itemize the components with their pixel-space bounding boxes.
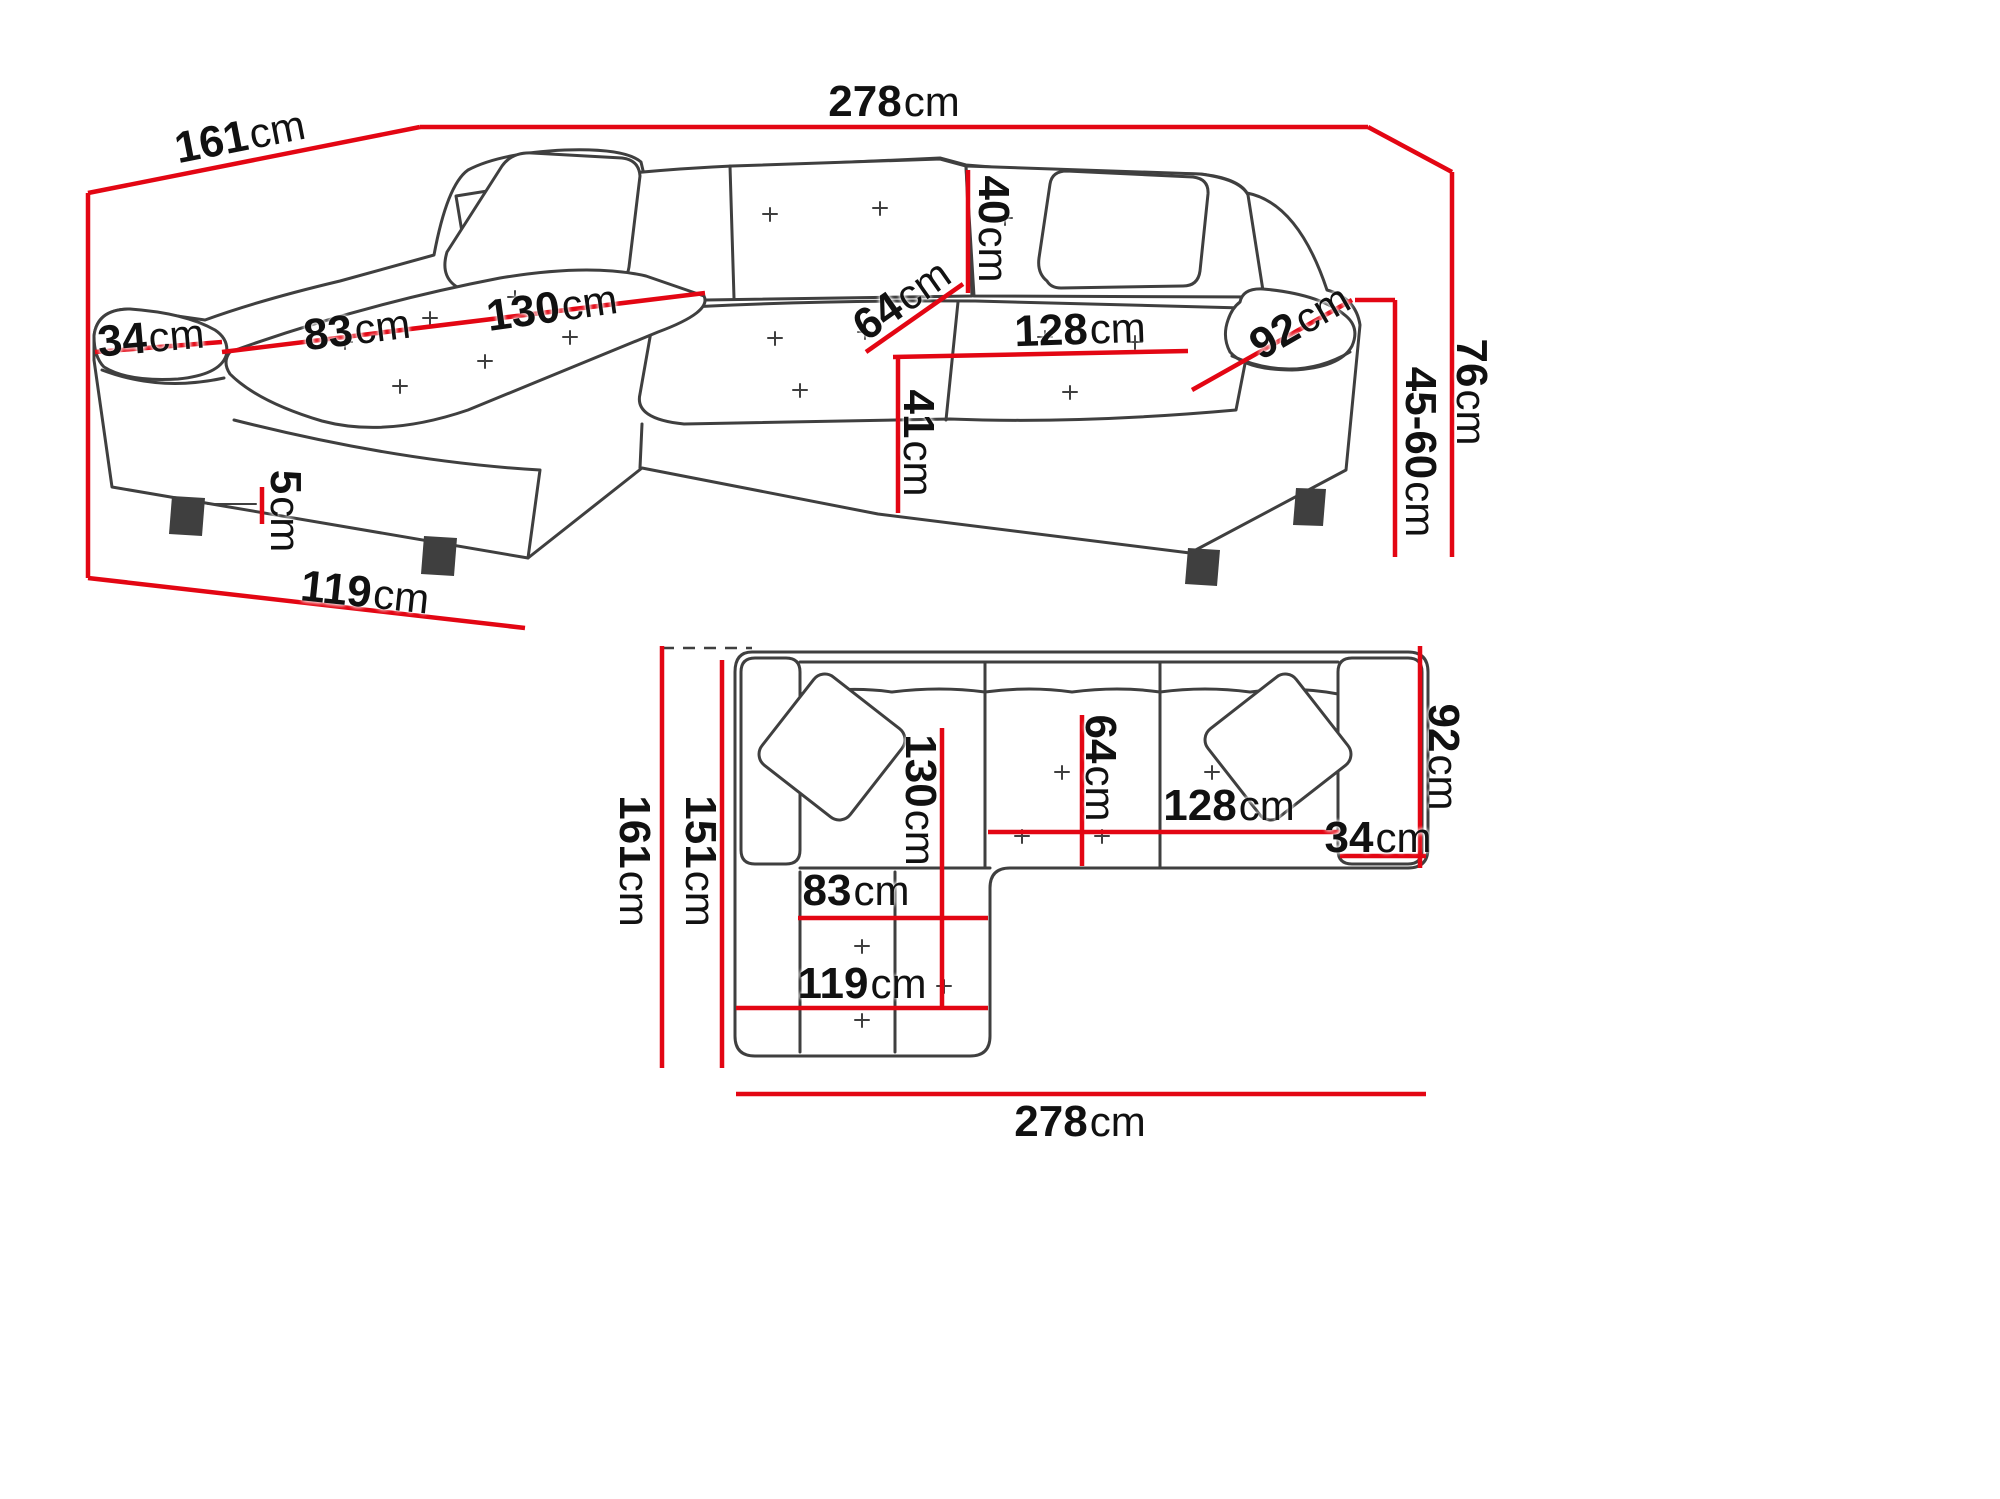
- dim-value: 41: [894, 389, 943, 439]
- tuft-marks-chaise: [337, 290, 578, 394]
- dim-value: 34: [95, 313, 149, 367]
- dim-line-chaise-depth-119: [87, 575, 526, 631]
- dim-label-perspective-total-height: 76cm: [1447, 338, 1496, 446]
- dim-unit: cm: [1088, 303, 1147, 353]
- dim-value: 83: [802, 866, 852, 915]
- dim-value: 34: [1324, 813, 1374, 862]
- dim-unit: cm: [853, 867, 910, 914]
- dimension-lines-perspective: [85, 124, 1455, 631]
- dim-value: 161: [610, 795, 659, 869]
- dim-unit: cm: [897, 809, 944, 866]
- dim-value: 64: [1076, 714, 1125, 764]
- plan-backrest-cushions: [798, 687, 1340, 696]
- dim-label-perspective-total-width: 278cm: [828, 80, 959, 124]
- tuft-marks-backrest: [762, 201, 1013, 226]
- dim-value: 5: [261, 469, 310, 495]
- dim-value: 83: [300, 305, 356, 361]
- dim-line-armrest-height-45-60: [1355, 297, 1398, 557]
- dim-unit: cm: [262, 496, 309, 553]
- plan-chaise-seams: [798, 870, 897, 1054]
- dim-label-plan-armrest-width: 34cm: [1325, 816, 1432, 860]
- chaise-base-seam: [232, 418, 542, 560]
- dim-line-depth-161: [87, 124, 421, 196]
- dim-label-plan-chaise-length: 130cm: [896, 734, 945, 866]
- dim-label-plan-inner-depth: 151cm: [676, 795, 725, 927]
- dim-unit: cm: [1397, 481, 1444, 538]
- dim-unit: cm: [1089, 1098, 1146, 1145]
- dim-unit: cm: [1375, 814, 1432, 861]
- dim-line-seat-depth-64: [864, 282, 965, 354]
- dim-value: 45-60: [1396, 366, 1445, 480]
- dim-label-plan-armrest-depth: 92cm: [1419, 703, 1468, 811]
- dim-line-armrest-width-34: [94, 339, 223, 355]
- dim-value: 119: [298, 561, 375, 618]
- dim-unit: cm: [677, 870, 724, 927]
- seat-front-edge: [638, 422, 644, 470]
- tuft-marks-seat: [767, 325, 1143, 400]
- seat-cushions: [637, 299, 1254, 426]
- dim-value: 130: [896, 734, 945, 808]
- dim-unit: cm: [558, 275, 621, 330]
- pillow-right: [1037, 169, 1210, 290]
- dim-line-seat-width-128: [892, 348, 1189, 360]
- dim-value: 128: [1163, 781, 1237, 830]
- dim-value: 76: [1447, 338, 1496, 388]
- plan-pillow-right: [1203, 672, 1353, 822]
- dim-unit: cm: [146, 309, 207, 362]
- sofa-leg: [1185, 548, 1220, 586]
- dim-unit: cm: [371, 570, 432, 623]
- dim-label-perspective-armrest-height: 45-60cm: [1396, 366, 1445, 538]
- dim-unit: cm: [1420, 754, 1467, 811]
- dim-value: 278: [1014, 1097, 1088, 1146]
- dim-line-frame-corner: [1366, 125, 1454, 174]
- sofa-plan-art: [662, 646, 1430, 1058]
- dim-value: 119: [797, 959, 869, 1008]
- dim-line-armrest-length-92: [1190, 298, 1354, 392]
- dimension-lines-plan: [659, 646, 1426, 1097]
- dim-value: 130: [483, 282, 563, 341]
- dim-unit: cm: [1448, 389, 1495, 446]
- sofa-leg: [1293, 488, 1326, 526]
- dim-label-perspective-backrest-height: 40cm: [969, 175, 1018, 283]
- dim-value: 92: [1419, 703, 1468, 753]
- dim-label-plan-seat-width: 128cm: [1163, 784, 1294, 828]
- dim-label-perspective-leg-height: 5cm: [261, 469, 310, 553]
- plan-pillow-left: [757, 672, 907, 822]
- sofa-leg: [421, 536, 457, 576]
- dim-label-plan-seat-depth: 64cm: [1076, 714, 1125, 822]
- dim-unit: cm: [870, 960, 927, 1007]
- dim-unit: cm: [611, 870, 658, 927]
- dim-label-plan-chaise-seat-width: 83cm: [803, 869, 910, 913]
- armrest-right: [1223, 287, 1357, 372]
- dim-unit: cm: [1077, 765, 1124, 822]
- dim-unit: cm: [970, 226, 1017, 283]
- dim-label-perspective-seat-height: 41cm: [894, 389, 943, 497]
- dim-unit: cm: [895, 440, 942, 497]
- dim-line-chaise-83-130: [221, 290, 706, 355]
- armrest-left: [92, 307, 229, 381]
- dim-label-perspective-seat-width: 128cm: [1013, 303, 1147, 357]
- dim-value: 40: [969, 175, 1018, 225]
- dim-label-plan-chaise-width: 119cm: [798, 962, 927, 1006]
- dim-label-plan-total-depth: 161cm: [610, 795, 659, 927]
- dim-value: 151: [676, 795, 725, 869]
- dim-label-plan-total-width: 278cm: [1014, 1100, 1145, 1144]
- sofa-perspective-art: [92, 148, 1362, 586]
- dim-unit: cm: [1238, 782, 1295, 829]
- dim-value: 128: [1013, 304, 1089, 357]
- sofa-leg: [169, 496, 205, 536]
- seat-division: [944, 300, 960, 422]
- dim-unit: cm: [903, 78, 960, 125]
- armrest-left-seam: [100, 368, 226, 385]
- dim-unit: cm: [351, 299, 413, 354]
- backrest-division: [728, 164, 736, 300]
- dim-label-perspective-armrest-width: 34cm: [95, 309, 207, 367]
- dim-value: 278: [828, 77, 902, 126]
